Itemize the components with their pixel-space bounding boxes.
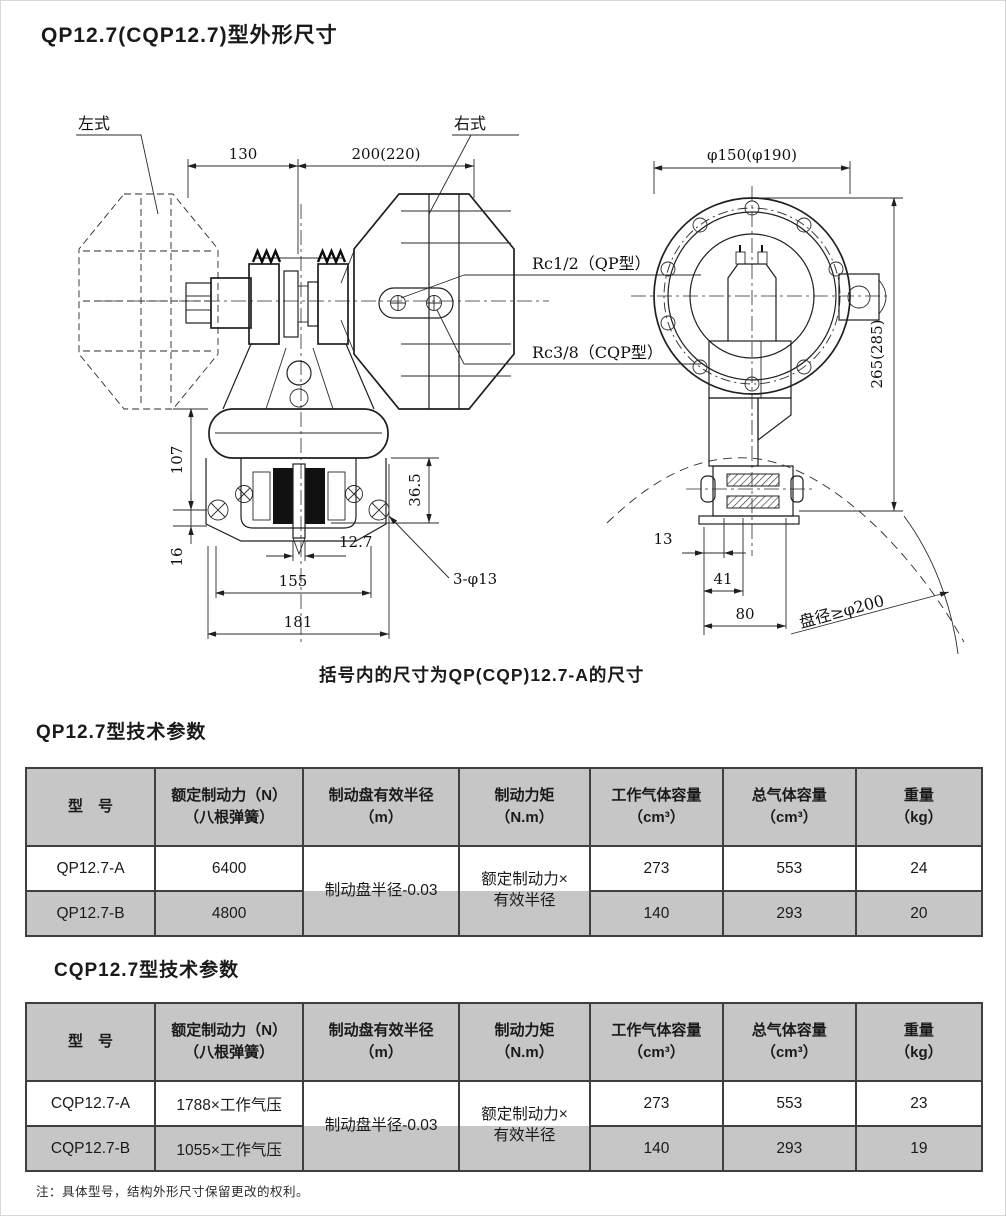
center-bracket	[708, 245, 792, 467]
col-header-radius: 制动盘有效半径（m）	[302, 767, 461, 847]
label-rc-cqp: Rc3/8（CQP型）	[532, 343, 663, 362]
label-left-style: 左式	[78, 114, 110, 133]
col-header-force: 额定制动力（N）（八根弹簧）	[154, 767, 305, 847]
brake-disc-arc	[606, 457, 965, 643]
dim-265: 265(285)	[868, 320, 886, 389]
technical-drawing: 130 200(220) 左式 右式 Rc1/2（QP型） Rc3/8（CQP型…	[76, 114, 965, 655]
cell-total-vol: 293	[721, 1125, 857, 1172]
table-header-row: 型 号 额定制动力（N）（八根弹簧） 制动盘有效半径（m） 制动力矩（N.m） …	[24, 1002, 984, 1082]
table-row: CQP12.7-B 1055×工作气压 140 293 19	[24, 1125, 984, 1172]
cell-radius-merged: 制动盘半径-0.03	[302, 845, 461, 937]
brake-pad	[305, 468, 325, 524]
spring-icon	[316, 247, 347, 266]
cell-weight: 23	[854, 1080, 984, 1127]
label-right-style: 右式	[454, 114, 486, 133]
col-header-work-vol: 工作气体容量（cm³）	[589, 1002, 724, 1082]
cell-total-vol: 293	[721, 890, 857, 937]
col-header-force: 额定制动力（N）（八根弹簧）	[154, 1002, 305, 1082]
cell-model: QP12.7-B	[24, 890, 157, 937]
pin-assembly	[686, 465, 816, 525]
side-dimensions: φ150(φ190) 265(285) 13 41 80 盘径≥φ200	[653, 146, 950, 635]
footnote: 注：具体型号，结构外形尺寸保留更改的权利。	[36, 1185, 310, 1199]
col-header-model: 型 号	[24, 1002, 157, 1082]
cell-work-vol: 273	[589, 1080, 724, 1127]
qp-spec-table: 型 号 额定制动力（N）（八根弹簧） 制动盘有效半径（m） 制动力矩（N.m） …	[24, 767, 984, 937]
col-header-weight: 重量（kg）	[854, 767, 984, 847]
col-header-weight: 重量（kg）	[854, 1002, 984, 1082]
table2-title: CQP12.7型技术参数	[54, 960, 240, 981]
drawing-caption: 括号内的尺寸为QP(CQP)12.7-A的尺寸	[319, 665, 645, 685]
cell-torque-merged: 额定制动力×有效半径	[458, 1080, 591, 1172]
label-disc-diameter: 盘径≥φ200	[797, 591, 886, 632]
cell-total-vol: 553	[721, 845, 857, 892]
hub-assembly	[185, 247, 375, 410]
dim-155: 155	[279, 572, 308, 590]
col-header-torque: 制动力矩（N.m）	[458, 1002, 591, 1082]
cell-torque-merged: 额定制动力×有效半径	[458, 845, 591, 937]
dim-3-phi13: 3-φ13	[453, 570, 497, 588]
dim-107: 107	[168, 446, 186, 475]
dim-13: 13	[653, 530, 672, 548]
cell-force: 4800	[154, 890, 305, 937]
page-title: QP12.7(CQP12.7)型外形尺寸	[41, 24, 338, 47]
cell-weight: 19	[854, 1125, 984, 1172]
bolt-holes	[660, 200, 844, 392]
mounting-hole	[207, 485, 390, 521]
dim-41: 41	[713, 570, 732, 588]
dim-16: 16	[168, 547, 186, 566]
air-chamber-right	[340, 193, 515, 410]
dim-181: 181	[284, 613, 313, 631]
front-view: 130 200(220) 左式 右式 Rc1/2（QP型） Rc3/8（CQP型…	[76, 114, 701, 644]
cell-work-vol: 140	[589, 890, 724, 937]
cqp-spec-table: 型 号 额定制动力（N）（八根弹簧） 制动盘有效半径（m） 制动力矩（N.m） …	[24, 1002, 984, 1172]
cell-model: QP12.7-A	[24, 845, 157, 892]
dim-36-5: 36.5	[406, 473, 424, 506]
cell-force: 1055×工作气压	[154, 1125, 305, 1172]
table-row: CQP12.7-A 1788×工作气压 制动盘半径-0.03 额定制动力×有效半…	[24, 1080, 984, 1172]
col-header-radius: 制动盘有效半径（m）	[302, 1002, 461, 1082]
col-header-total-vol: 总气体容量（cm³）	[721, 767, 857, 847]
cell-model: CQP12.7-B	[24, 1125, 157, 1172]
cell-force: 1788×工作气压	[154, 1080, 305, 1127]
cell-force: 6400	[154, 845, 305, 892]
table-header-row: 型 号 额定制动力（N）（八根弹簧） 制动盘有效半径（m） 制动力矩（N.m） …	[24, 767, 984, 847]
col-header-model: 型 号	[24, 767, 157, 847]
dim-12-7: 12.7	[339, 533, 372, 551]
side-boss	[838, 273, 880, 321]
brake-pad	[273, 468, 293, 524]
dim-phi150: φ150(φ190)	[707, 146, 797, 164]
side-view: φ150(φ190) 265(285) 13 41 80 盘径≥φ200	[606, 146, 965, 655]
spring-icon	[251, 247, 282, 266]
cell-weight: 20	[854, 890, 984, 937]
table-row: QP12.7-A 6400 制动盘半径-0.03 额定制动力×有效半径 273 …	[24, 845, 984, 937]
cell-model: CQP12.7-A	[24, 1080, 157, 1127]
cell-radius-merged: 制动盘半径-0.03	[302, 1080, 461, 1172]
col-header-torque: 制动力矩（N.m）	[458, 767, 591, 847]
col-header-total-vol: 总气体容量（cm³）	[721, 1002, 857, 1082]
cell-work-vol: 273	[589, 845, 724, 892]
label-rc-qp: Rc1/2（QP型）	[532, 254, 651, 273]
cell-total-vol: 553	[721, 1080, 857, 1127]
dim-80: 80	[735, 605, 754, 623]
table-row: QP12.7-B 4800 140 293 20	[24, 890, 984, 937]
cell-work-vol: 140	[589, 1125, 724, 1172]
front-dimensions: 130 200(220) 左式 右式 Rc1/2（QP型） Rc3/8（CQP型…	[76, 114, 701, 639]
dim-130: 130	[229, 145, 258, 163]
table1-title: QP12.7型技术参数	[36, 722, 207, 743]
air-chamber-left-dashed	[78, 193, 219, 410]
col-header-work-vol: 工作气体容量（cm³）	[589, 767, 724, 847]
flange	[653, 197, 887, 395]
cell-weight: 24	[854, 845, 984, 892]
dim-200-220: 200(220)	[352, 145, 421, 163]
